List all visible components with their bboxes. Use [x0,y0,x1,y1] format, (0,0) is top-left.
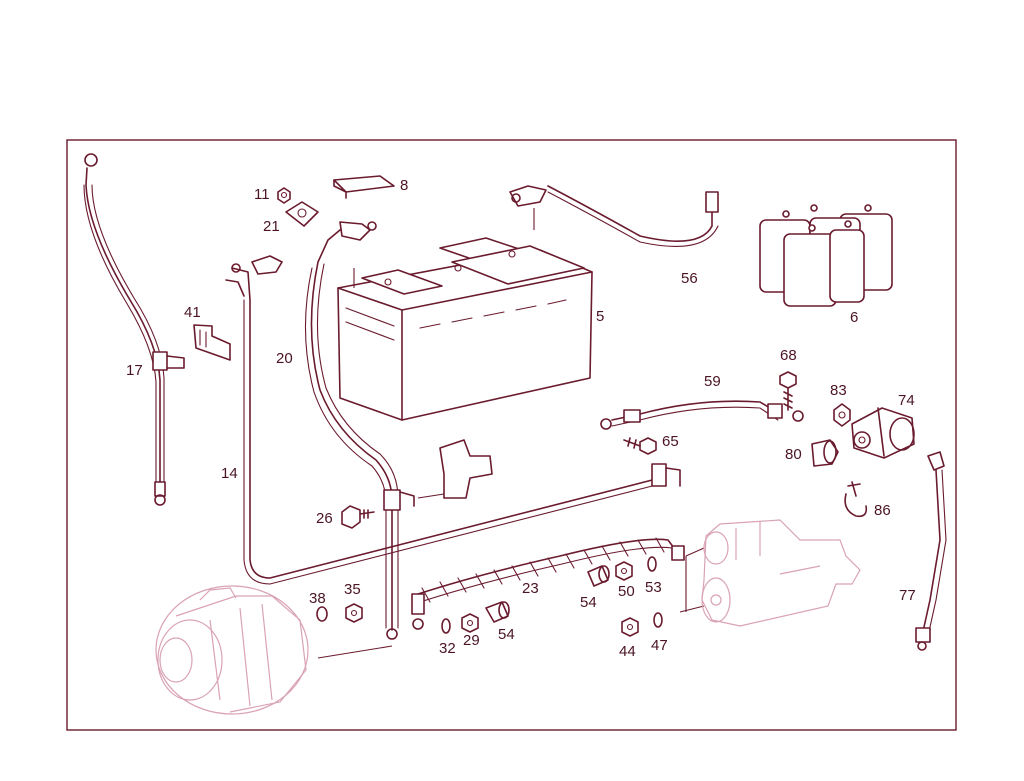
callout-23: 23 [522,580,539,597]
clip-86 [844,481,868,518]
nut-47 [653,612,663,628]
callout-53: 53 [645,579,662,596]
callout-5: 5 [596,308,604,325]
callout-83: 83 [830,382,847,399]
cable-23 [411,537,685,630]
nut-83 [833,403,851,427]
nut-29 [461,613,479,633]
nut-35 [345,603,363,623]
callout-32: 32 [439,640,456,657]
callout-65: 65 [662,433,679,450]
terminal-74 [851,407,915,459]
diagram-frame [66,139,957,731]
cable-17 [83,153,185,506]
nut-50 [615,561,633,581]
callout-11: 11 [254,186,270,203]
callout-59: 59 [704,373,721,390]
bracket-14 [417,439,493,499]
callout-86: 86 [874,502,891,519]
cells-6 [759,204,893,307]
callout-14: 14 [221,465,238,482]
callout-77: 77 [899,587,916,604]
sleeve-54-lower [485,601,510,623]
callouts: 11 8 21 56 5 6 41 17 20 68 59 83 74 65 8… [126,177,916,660]
battery-5 [337,237,593,421]
nut-44 [621,617,639,637]
cover-8 [333,175,395,199]
cap-80 [811,439,839,467]
callout-74: 74 [898,392,915,409]
nut-11 [277,187,291,204]
leader-alternator [317,645,393,659]
callout-44: 44 [619,643,636,660]
leader-starter [679,547,705,613]
callout-47: 47 [651,637,668,654]
nut-38 [316,606,328,622]
callout-29: 29 [463,632,480,649]
bracket-41 [193,324,231,361]
bolt-26 [341,505,375,529]
callout-80: 80 [785,446,802,463]
clamp-21 [285,201,319,227]
callout-56: 56 [681,270,698,287]
callout-8: 8 [400,177,408,194]
callout-68: 68 [780,347,797,364]
callout-6: 6 [850,309,858,326]
callout-41: 41 [184,304,201,321]
cable-20 [304,221,415,640]
callout-54-upper: 54 [580,594,597,611]
callout-17: 17 [126,362,143,379]
cable-56 [509,185,719,247]
sleeve-54-upper [587,565,610,587]
callout-20: 20 [276,350,293,367]
nut-32 [441,618,451,634]
callout-35: 35 [344,581,361,598]
cable-59 [600,400,804,430]
cable-14 [225,255,681,585]
starter-motor [701,519,861,627]
bolt-68 [779,371,797,411]
callout-50: 50 [618,583,635,600]
bolt-65 [623,437,657,455]
alternator [155,585,309,715]
callout-26: 26 [316,510,333,527]
callout-21: 21 [263,218,280,235]
callout-38: 38 [309,590,326,607]
callout-54-lower: 54 [498,626,515,643]
cable-77 [915,451,947,651]
nut-53 [647,556,657,572]
